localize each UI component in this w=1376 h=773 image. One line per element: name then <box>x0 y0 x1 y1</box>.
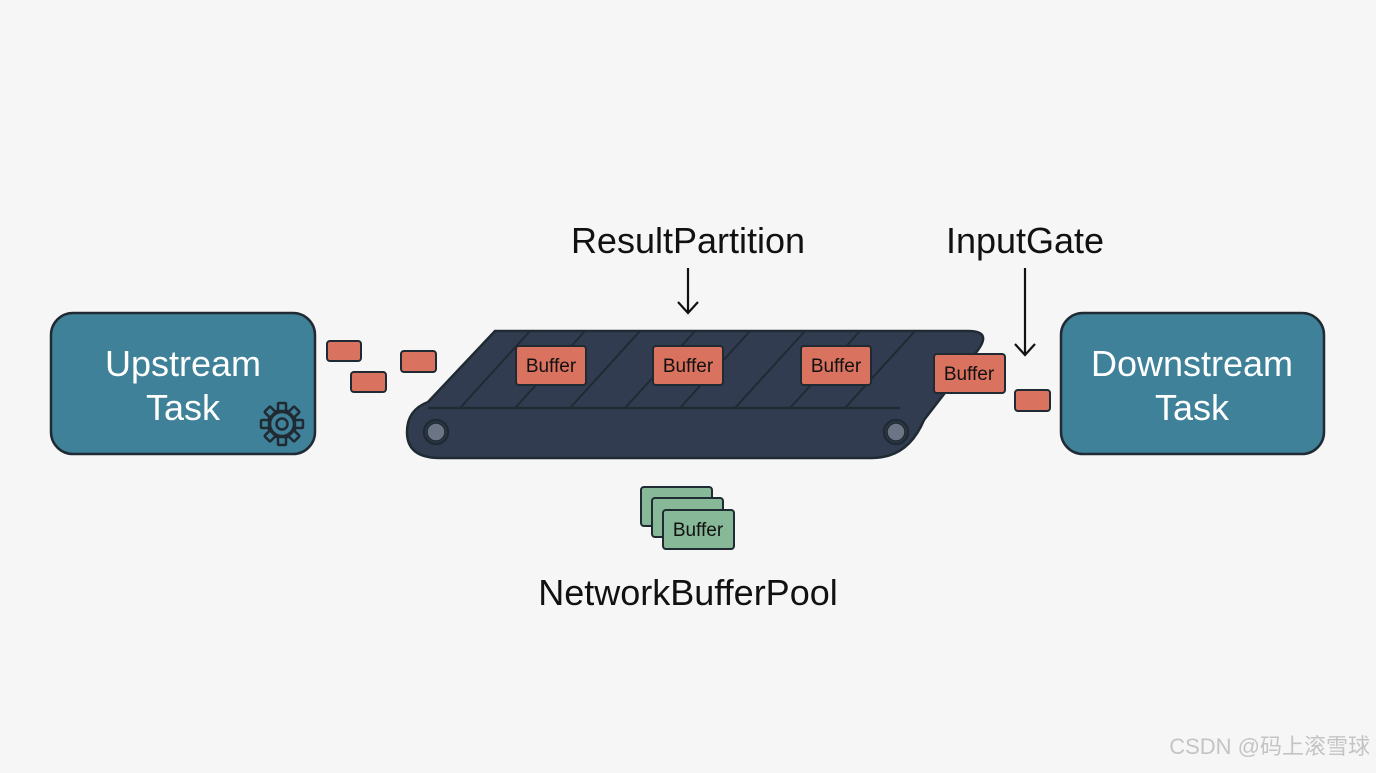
conveyor-buffer: Buffer <box>800 345 872 386</box>
pool-buffer-label: Buffer <box>673 520 724 541</box>
conveyor-buffer: Buffer <box>652 345 724 386</box>
conveyor-buffer: Buffer <box>515 345 587 386</box>
watermark: CSDN @码上滚雪球 <box>1169 734 1370 759</box>
conveyor-buffer-label: Buffer <box>663 356 714 377</box>
exiting-buffer: Buffer <box>933 353 1006 394</box>
conveyor-buffer-label: Buffer <box>811 356 862 377</box>
conveyor-buffer-label: Buffer <box>526 356 577 377</box>
downstream-task-label-line1: Downstream <box>1091 343 1293 384</box>
downstream-task-label-line2: Task <box>1155 387 1230 428</box>
in-transit-buffers-upstream <box>326 340 437 393</box>
result-partition-arrow <box>677 268 699 315</box>
gear-icon <box>259 401 305 447</box>
upstream-task-node: Upstream Task <box>49 311 317 456</box>
input-gate-label: InputGate <box>946 220 1104 261</box>
exiting-buffer-label: Buffer <box>944 364 995 385</box>
in-transit-buffer-downstream <box>1014 389 1051 412</box>
upstream-task-label-line2: Task <box>146 387 221 428</box>
input-gate-arrow <box>1014 268 1036 357</box>
network-buffer-pool-stack: Buffer <box>640 486 735 550</box>
upstream-task-label-line1: Upstream <box>105 343 261 384</box>
network-buffer-pool-label: NetworkBufferPool <box>538 572 837 613</box>
downstream-task-node: Downstream Task <box>1059 311 1326 456</box>
result-partition-label: ResultPartition <box>571 220 805 261</box>
